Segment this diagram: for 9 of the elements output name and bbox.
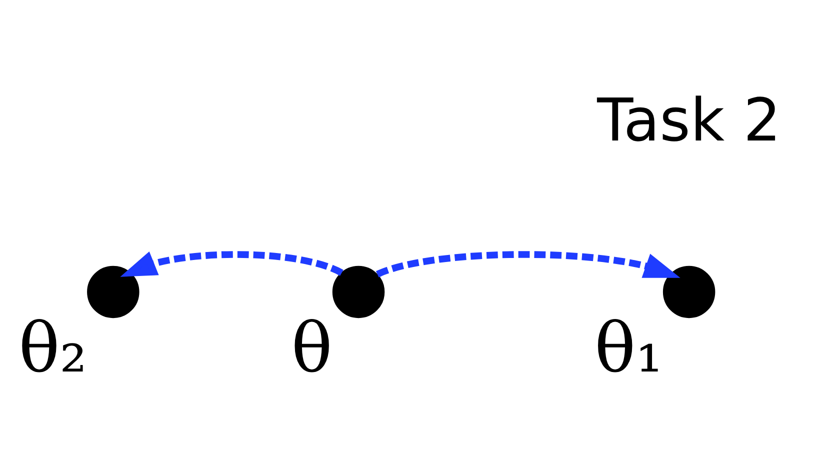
node-label: θ₁ <box>594 308 664 388</box>
node-label: θ₂ <box>18 308 88 388</box>
node-circle <box>87 265 140 318</box>
arrow <box>120 250 344 276</box>
node-label: θ <box>291 308 332 388</box>
node-circle <box>662 265 716 318</box>
arrow <box>376 250 680 278</box>
label: Task 2 <box>597 84 781 154</box>
node-circle <box>332 265 385 318</box>
